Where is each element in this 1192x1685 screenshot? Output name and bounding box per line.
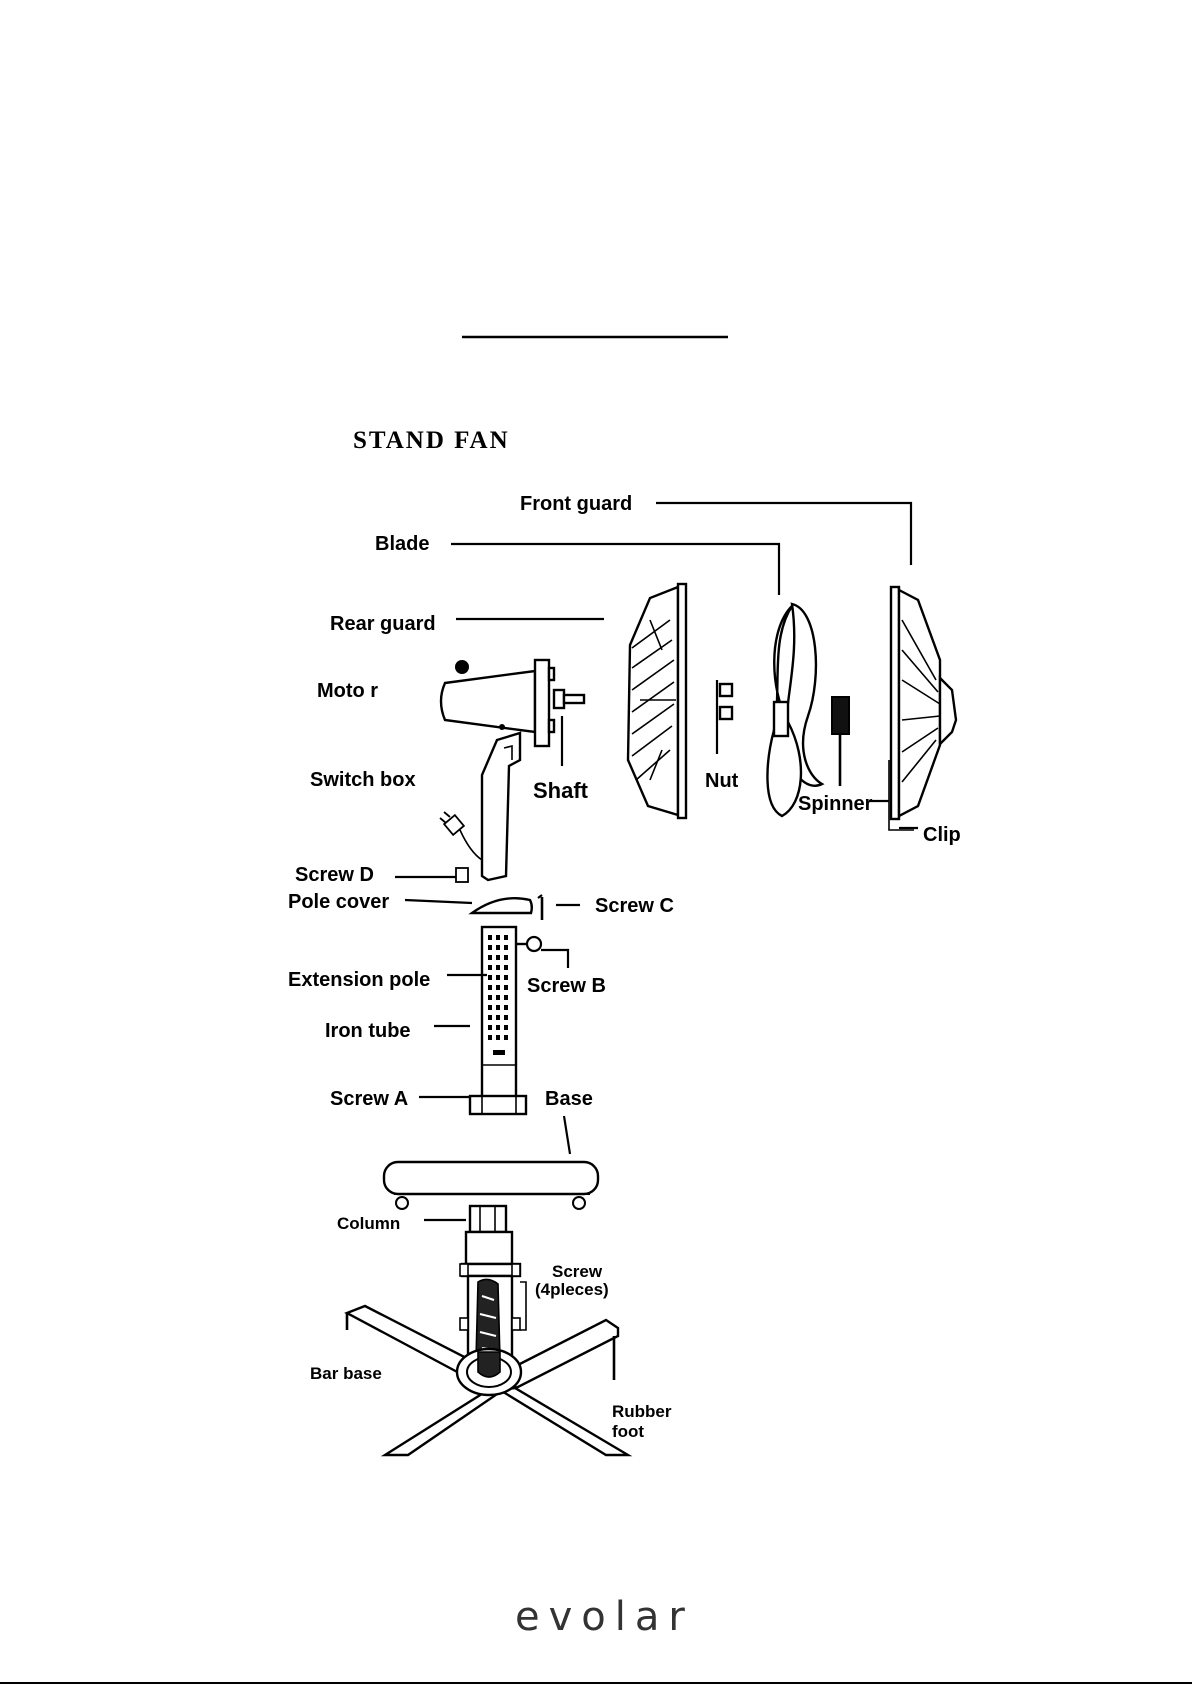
label-bar-base: Bar base [310, 1364, 382, 1383]
pole-hole [504, 975, 508, 980]
switch-box-illustration [482, 733, 520, 880]
label-rubber: Rubber [612, 1402, 672, 1421]
pole-hole [488, 1035, 492, 1040]
diagram-title: STAND FAN [353, 427, 510, 454]
label-switch-box: Switch box [310, 769, 416, 791]
pole-hole [496, 1025, 500, 1030]
screw-bracket-line [520, 1282, 526, 1330]
pole-hole [504, 965, 508, 970]
pole-hole [496, 1005, 500, 1010]
blade-illustration [767, 604, 822, 816]
screw-c-illustration [538, 895, 542, 920]
shaft-illustration [554, 690, 584, 708]
label-nut: Nut [705, 770, 739, 792]
pole-hole [496, 995, 500, 1000]
label-spinner: Spinner [798, 793, 873, 815]
power-cord-illustration [440, 812, 482, 860]
pole-hole [488, 935, 492, 940]
pole-hole [504, 1035, 508, 1040]
screw-a-illustration [470, 1096, 526, 1114]
pole-hole [488, 1025, 492, 1030]
label-screw-b: Screw B [527, 975, 606, 997]
label-screw-count: (4pleces) [535, 1280, 609, 1299]
pole-cover-illustration [472, 898, 532, 913]
label-extension-pole: Extension pole [288, 969, 430, 991]
label-foot: foot [612, 1422, 644, 1441]
screw-d-illustration [456, 868, 468, 882]
pole-hole [488, 955, 492, 960]
label-rear-guard: Rear guard [330, 613, 436, 635]
pole-hole [504, 955, 508, 960]
pole-hole [496, 945, 500, 950]
pole-hole [504, 995, 508, 1000]
label-screw: Screw [552, 1262, 603, 1281]
pole-hole [496, 955, 500, 960]
pole-hole [496, 1035, 500, 1040]
screw-b-illustration [516, 937, 541, 951]
pole-hole [488, 1005, 492, 1010]
label-column: Column [337, 1214, 400, 1233]
motor-illustration [441, 660, 554, 746]
pole-hole [488, 995, 492, 1000]
rear-guard-illustration [628, 584, 686, 818]
label-clip: Clip [923, 824, 961, 846]
pole-hole [496, 1015, 500, 1020]
label-iron-tube: Iron tube [325, 1020, 411, 1042]
pole-hole [504, 1025, 508, 1030]
pole-hole [496, 985, 500, 990]
footer-brand: evolar [515, 1594, 694, 1640]
label-blade: Blade [375, 533, 429, 555]
label-screw-a: Screw A [330, 1088, 408, 1110]
pole-hole [504, 985, 508, 990]
pole-hole [504, 945, 508, 950]
column-illustration [460, 1206, 520, 1366]
label-motor: Moto r [317, 680, 378, 702]
pole-hole [488, 975, 492, 980]
label-screw-c: Screw C [595, 895, 674, 917]
label-front-guard: Front guard [520, 493, 632, 515]
pole-hole [488, 1015, 492, 1020]
front-guard-illustration [889, 587, 956, 830]
label-screw-d: Screw D [295, 864, 374, 886]
pole-hole [496, 965, 500, 970]
nut-illustration [717, 680, 732, 754]
label-shaft: Shaft [533, 778, 589, 803]
pole-hole [504, 1005, 508, 1010]
pole-hole [504, 935, 508, 940]
pole-hole [496, 975, 500, 980]
label-pole-cover: Pole cover [288, 891, 389, 913]
pole-hole [488, 945, 492, 950]
spinner-illustration [832, 697, 849, 786]
pole-hole [496, 935, 500, 940]
pole-hole [488, 965, 492, 970]
label-base: Base [545, 1088, 593, 1110]
pole-hole [504, 1015, 508, 1020]
pole-hole [488, 985, 492, 990]
base-illustration [384, 1162, 598, 1209]
